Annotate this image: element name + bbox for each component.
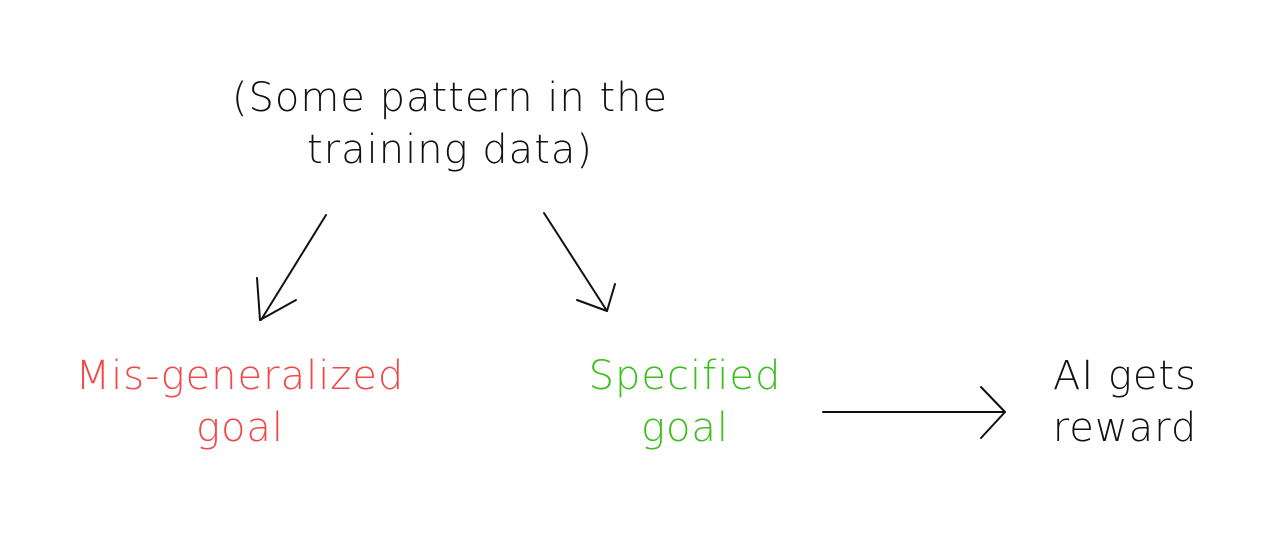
specified-line-1: Specified: [588, 353, 782, 399]
reward-line-1: AI gets: [1052, 353, 1197, 399]
source-line-1: (Some pattern in the: [231, 75, 669, 121]
misgeneralized-line-2: goal: [195, 405, 285, 451]
arrow-source-to-misgeneralized: [256, 214, 327, 321]
source-node: (Some pattern in the training data): [190, 72, 710, 176]
arrow-source-to-specified: [543, 212, 616, 312]
source-line-2: training data): [307, 127, 593, 173]
reward-line-2: reward: [1052, 405, 1198, 451]
arrow-specified-to-reward: [822, 386, 1006, 439]
misgeneralized-line-1: Mis-generalized: [75, 353, 405, 399]
specified-goal-node: Specified goal: [540, 350, 830, 454]
reward-node: AI gets reward: [1010, 350, 1240, 454]
misgeneralized-goal-node: Mis-generalized goal: [30, 350, 450, 454]
specified-line-2: goal: [640, 405, 730, 451]
